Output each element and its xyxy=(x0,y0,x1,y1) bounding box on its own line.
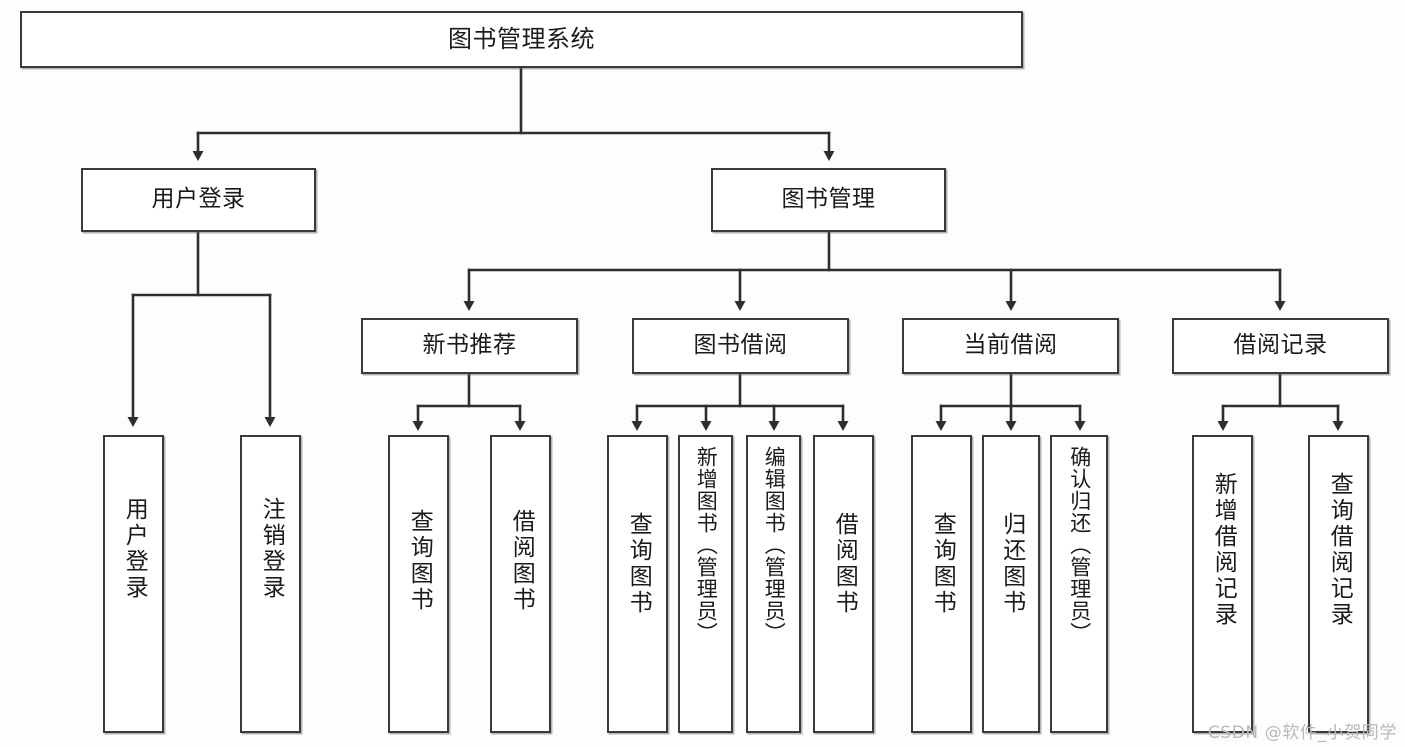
leaf-query-book-recommend[interactable]: 查询图书 xyxy=(388,435,449,733)
leaf-borrow-book-recommend[interactable]: 借阅图书 xyxy=(490,435,551,733)
leaf-borrow-book[interactable]: 借阅图书 xyxy=(813,435,874,733)
node-borrow-record[interactable]: 借阅记录 xyxy=(1172,318,1389,374)
node-label: 借阅图书 xyxy=(508,509,535,613)
leaf-add-borrow-record[interactable]: 新增借阅记录 xyxy=(1192,435,1253,733)
node-book-management[interactable]: 图书管理 xyxy=(711,168,946,232)
leaf-user-login[interactable]: 用户登录 xyxy=(103,435,164,733)
node-label: 注销登录 xyxy=(258,497,285,601)
node-label: 图书借阅 xyxy=(693,332,788,359)
node-label: 查询图书 xyxy=(929,512,956,616)
leaf-confirm-return-admin[interactable]: 确认归还（管理员） xyxy=(1050,435,1108,733)
node-current-borrow[interactable]: 当前借阅 xyxy=(902,318,1119,374)
node-label: 查询图书 xyxy=(406,509,433,613)
node-label: 新增借阅记录 xyxy=(1210,472,1237,628)
node-book-borrow[interactable]: 图书借阅 xyxy=(632,318,849,374)
node-new-book-recommend[interactable]: 新书推荐 xyxy=(361,318,578,374)
node-label: 查询借阅记录 xyxy=(1326,472,1353,628)
node-label: 新书推荐 xyxy=(422,332,517,359)
node-label: 用户登录 xyxy=(151,186,246,213)
leaf-logout[interactable]: 注销登录 xyxy=(240,435,301,733)
leaf-add-book-admin[interactable]: 新增图书（管理员） xyxy=(678,435,733,733)
leaf-query-book-borrow[interactable]: 查询图书 xyxy=(607,435,668,733)
node-label: 当前借阅 xyxy=(963,332,1058,359)
node-label: 查询图书 xyxy=(625,512,652,616)
node-label: 确认归还（管理员） xyxy=(1067,446,1092,644)
leaf-query-borrow-record[interactable]: 查询借阅记录 xyxy=(1308,435,1369,733)
node-label: 用户登录 xyxy=(121,497,148,601)
leaf-return-book[interactable]: 归还图书 xyxy=(982,435,1040,733)
node-label: 图书管理 xyxy=(781,186,876,213)
watermark-text: CSDN @软件_小贺同学 xyxy=(1207,723,1397,743)
leaf-query-book-current[interactable]: 查询图书 xyxy=(911,435,972,733)
leaf-edit-book-admin[interactable]: 编辑图书（管理员） xyxy=(746,435,801,733)
node-root-system[interactable]: 图书管理系统 xyxy=(20,11,1023,68)
node-label: 编辑图书（管理员） xyxy=(762,446,787,644)
node-label: 新增图书（管理员） xyxy=(694,446,719,644)
node-label: 借阅记录 xyxy=(1233,332,1328,359)
node-user-login[interactable]: 用户登录 xyxy=(81,168,316,232)
node-label: 借阅图书 xyxy=(831,512,858,616)
node-label: 归还图书 xyxy=(998,512,1025,616)
node-label: 图书管理系统 xyxy=(448,25,595,54)
